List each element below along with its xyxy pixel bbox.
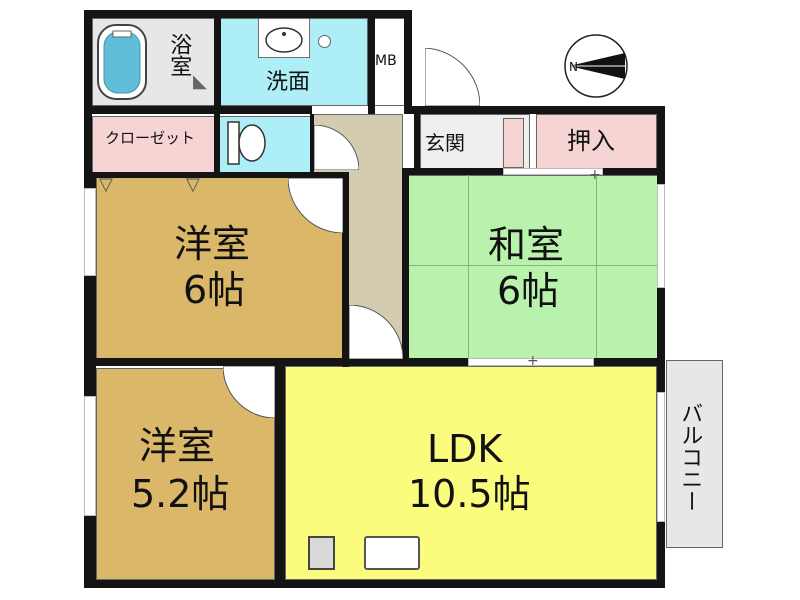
door-swing-toilet (314, 125, 359, 170)
wall-bottom (84, 580, 663, 588)
balcony-label: バルコニー (677, 402, 703, 512)
tatami-divider-h1 (405, 265, 658, 266)
balcony (666, 360, 723, 548)
tatami-divider-v1 (468, 175, 469, 359)
closet-door-left: ▽ (99, 174, 113, 195)
toilet-icon (227, 121, 266, 165)
wall-top-right (412, 106, 665, 114)
wall-mb-right (404, 10, 412, 114)
wall-closet-toilet (214, 114, 220, 178)
window-jp-bottom (468, 358, 594, 366)
door-swing-w2 (223, 366, 275, 418)
window-right-ldk (657, 392, 665, 522)
ldk (285, 366, 657, 580)
tatami-divider-v2 (596, 175, 597, 359)
wall-entrance-left (414, 114, 420, 172)
window-jp-top (503, 168, 603, 175)
western-room-1-size: 6帖 (183, 268, 246, 312)
bath-door-mark: ◣ (193, 71, 207, 92)
washroom-outlet-icon (318, 35, 331, 48)
stove-icon (308, 536, 335, 570)
wall-toilet-right (310, 114, 314, 174)
closet-door-right: ▽ (186, 174, 200, 195)
ldk-size: 10.5帖 (408, 472, 531, 516)
shoe-cabinet (503, 118, 524, 168)
washroom-label: 洗面 (266, 70, 311, 95)
door-swing-entry (425, 48, 480, 106)
kitchen-sink-icon (364, 536, 420, 570)
entrance-label: 玄関 (425, 131, 465, 155)
north-arrow-icon: N (564, 34, 628, 98)
japanese-room (405, 175, 658, 359)
japanese-room-size: 6帖 (497, 269, 560, 313)
wall-japanese-left (402, 168, 409, 362)
wall-right-main (657, 106, 665, 588)
ldk-label: LDK (427, 427, 503, 471)
wall-left-upper (84, 10, 92, 182)
bathroom-label: 浴室 (166, 33, 192, 77)
wall-top-left (84, 10, 412, 18)
wall-bath-bottom (84, 106, 312, 114)
wall-western-2-right (275, 366, 285, 588)
western-room-2-size: 5.2帖 (131, 472, 230, 516)
western-room-1-label: 洋室 (174, 222, 251, 266)
closet (92, 116, 217, 174)
window-left-upper (84, 188, 96, 276)
meter-box-label: MB (375, 53, 397, 69)
wall-center-row (84, 358, 665, 366)
door-swing-hall (349, 305, 403, 359)
window-right-jp (657, 184, 665, 288)
japanese-room-label: 和室 (488, 223, 565, 267)
wall-bath-wash (214, 10, 221, 114)
north-label: N (569, 60, 578, 74)
closet-label: クローゼット (105, 129, 196, 147)
sink-icon (258, 18, 310, 58)
door-swing-w1 (288, 178, 343, 233)
bathtub-icon (97, 24, 147, 100)
oshiire-label: 押入 (567, 127, 615, 155)
wall-wash-mb (368, 10, 375, 114)
japanese-plus-bottom: + (527, 353, 539, 369)
japanese-plus-top: + (589, 167, 601, 183)
western-room-2-label: 洋室 (139, 424, 216, 468)
window-left-lower (84, 396, 96, 516)
wall-western-1-right (342, 172, 349, 367)
